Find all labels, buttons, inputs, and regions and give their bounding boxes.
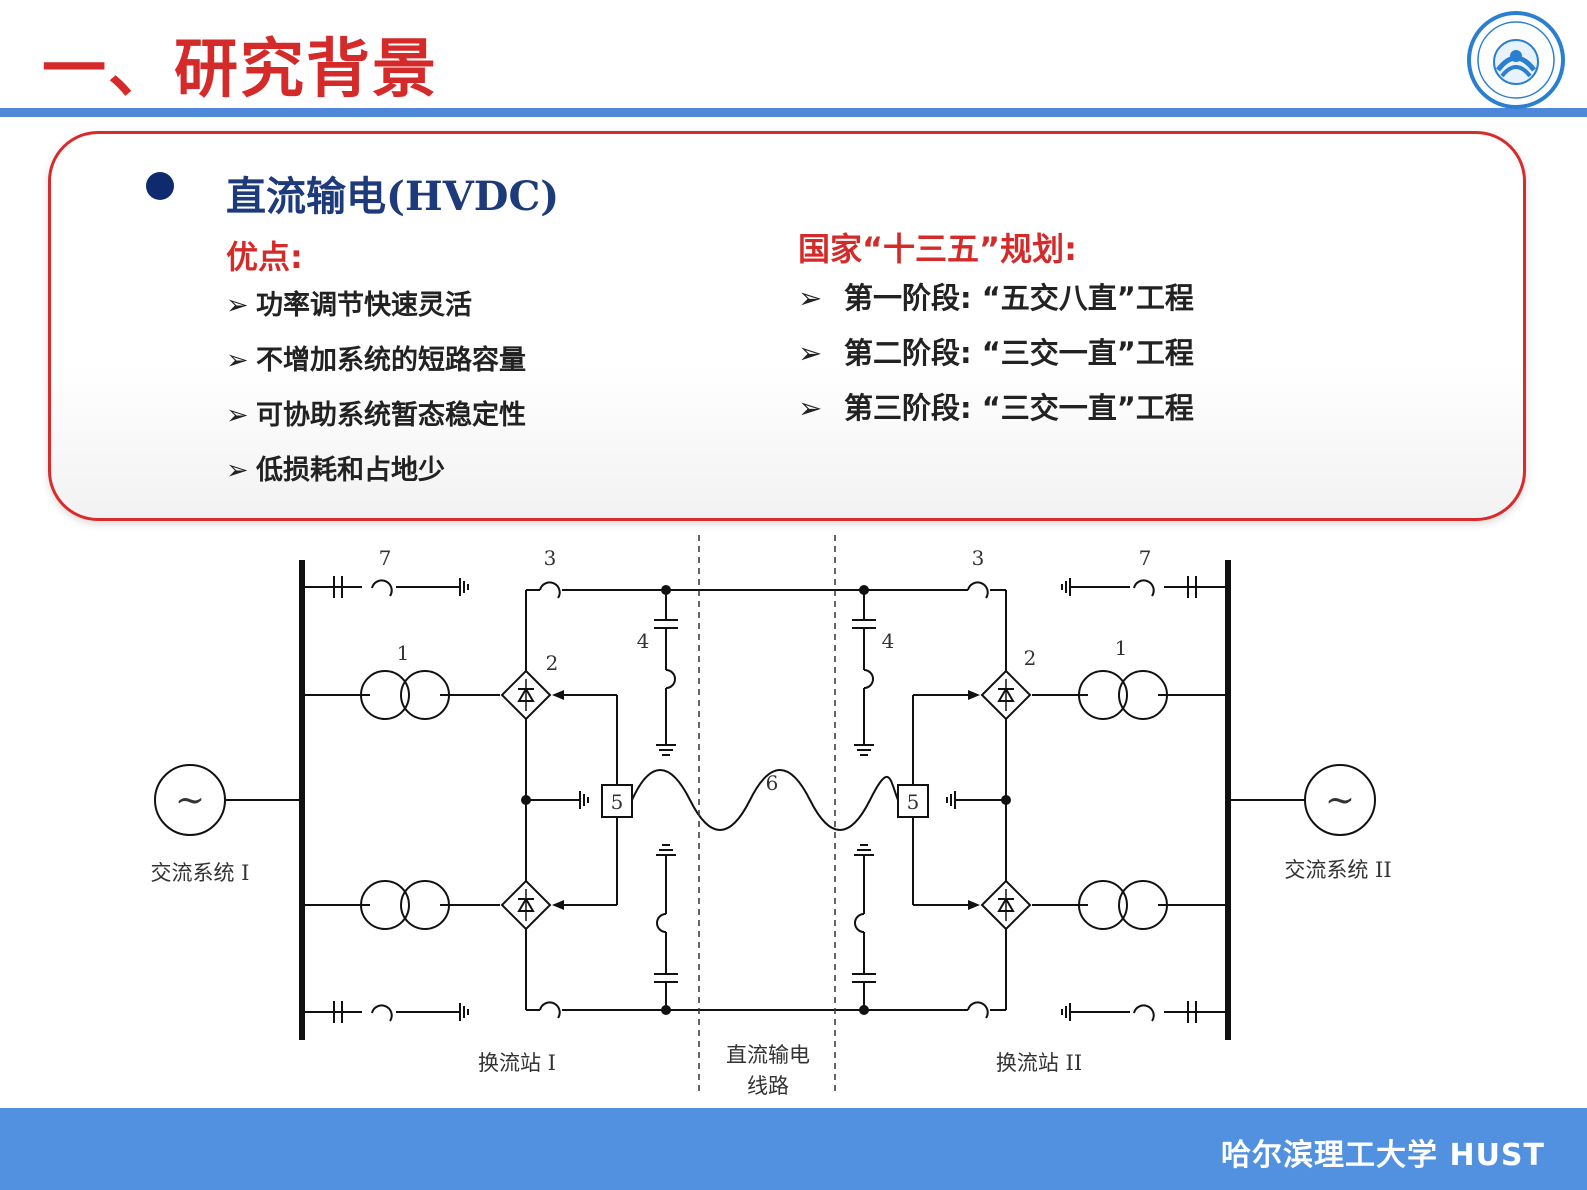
list-item: ➢低损耗和占地少 xyxy=(226,455,445,486)
list-item: ➢第三阶段: “三交一直”工程 xyxy=(798,391,1194,425)
svg-text:2: 2 xyxy=(546,651,559,675)
svg-text:3: 3 xyxy=(972,546,985,570)
footer-text: 哈尔滨理工大学 HUST xyxy=(1221,1138,1545,1173)
content-panel xyxy=(48,131,1526,521)
svg-text:2: 2 xyxy=(1024,646,1037,670)
title-divider xyxy=(0,108,1587,117)
arrow-bullet-icon: ➢ xyxy=(226,290,249,321)
hvdc-circuit-diagram: ~ 交流系统 I ~ 交流系统 II 7 7 1 1 2 xyxy=(151,535,1392,1095)
list-item: ➢可协助系统暂态稳定性 xyxy=(226,400,526,431)
svg-text:7: 7 xyxy=(1139,546,1152,570)
advantages-list: ➢功率调节快速灵活 ➢不增加系统的短路容量 ➢可协助系统暂态稳定性 ➢低损耗和占… xyxy=(226,283,526,503)
section-heading: 直流输电(HVDC) xyxy=(226,173,560,220)
arrow-bullet-icon: ➢ xyxy=(798,336,823,370)
svg-text:6: 6 xyxy=(766,771,779,795)
list-item: ➢第二阶段: “三交一直”工程 xyxy=(798,336,1194,370)
station-2-label: 换流站 II xyxy=(996,1051,1082,1075)
svg-text:1: 1 xyxy=(397,641,410,665)
station-1-label: 换流站 I xyxy=(478,1051,556,1075)
list-item: ➢功率调节快速灵活 xyxy=(226,290,472,321)
ac-system-1-label: 交流系统 I xyxy=(151,861,250,885)
dc-line xyxy=(631,769,899,831)
list-item: ➢不增加系统的短路容量 xyxy=(226,345,526,376)
list-item: ➢第一阶段: “五交八直”工程 xyxy=(798,281,1194,315)
plan-list: ➢第一阶段: “五交八直”工程 ➢第二阶段: “三交一直”工程 ➢第三阶段: “… xyxy=(798,275,1194,440)
dc-line-label-2: 线路 xyxy=(747,1074,789,1095)
bullet-icon xyxy=(146,172,174,200)
ac-source-glyph: ~ xyxy=(1325,780,1355,821)
ac-system-2-label: 交流系统 II xyxy=(1284,858,1391,882)
svg-text:4: 4 xyxy=(882,629,895,653)
advantages-title: 优点: xyxy=(226,238,303,276)
arrow-bullet-icon: ➢ xyxy=(226,400,249,431)
ac-source-right-icon xyxy=(1304,764,1376,836)
ac-source-glyph: ~ xyxy=(175,780,205,821)
university-seal-icon xyxy=(1467,11,1565,109)
svg-text:7: 7 xyxy=(379,546,392,570)
arrow-bullet-icon: ➢ xyxy=(226,455,249,486)
ac-source-left-icon xyxy=(154,764,226,836)
svg-text:5: 5 xyxy=(611,790,624,814)
svg-text:4: 4 xyxy=(637,629,650,653)
svg-text:5: 5 xyxy=(907,790,920,814)
arrow-bullet-icon: ➢ xyxy=(798,391,823,425)
footer-bar: 哈尔滨理工大学 HUST xyxy=(0,1108,1587,1190)
arrow-bullet-icon: ➢ xyxy=(798,281,823,315)
svg-text:1: 1 xyxy=(1115,636,1128,660)
arrow-bullet-icon: ➢ xyxy=(226,345,249,376)
dc-line-label-1: 直流输电 xyxy=(726,1043,810,1067)
svg-text:3: 3 xyxy=(544,546,557,570)
page-title: 一、研究背景 xyxy=(42,33,438,107)
plan-title: 国家“十三五”规划: xyxy=(798,230,1077,268)
